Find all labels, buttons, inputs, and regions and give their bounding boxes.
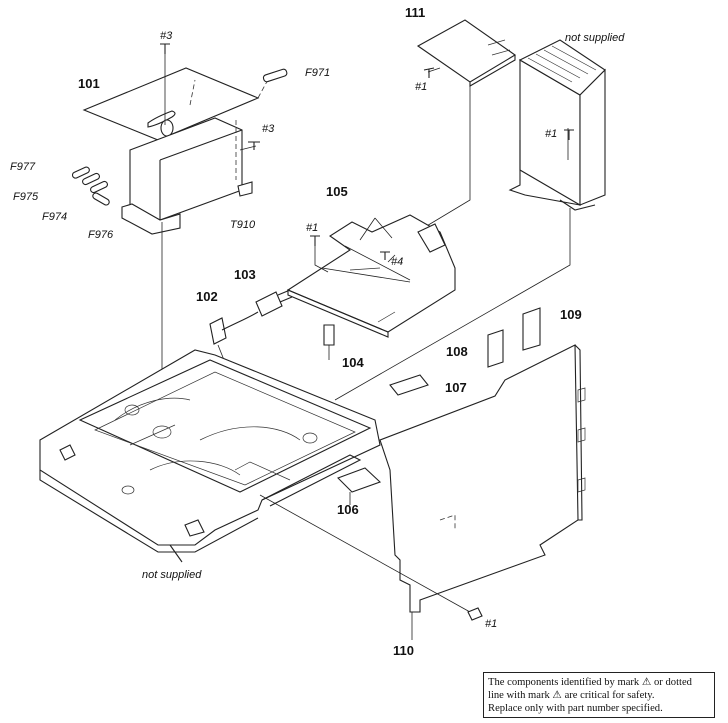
ref-screw1-105: #1 xyxy=(306,222,319,234)
board-111-assembly xyxy=(334,19,606,401)
ref-t910: T910 xyxy=(230,219,256,231)
heatsink-guide-line xyxy=(334,208,571,401)
part-104 xyxy=(323,324,335,346)
board-111 xyxy=(416,19,517,83)
small-parts xyxy=(337,307,541,505)
fuse-f971 xyxy=(262,68,288,83)
part-107 xyxy=(389,374,429,396)
not-supplied-bottom: not supplied xyxy=(142,569,202,581)
ref-f977: F977 xyxy=(10,161,36,173)
not-supplied-top: not supplied xyxy=(565,32,625,44)
ref-f971: F971 xyxy=(305,67,331,79)
part-label-111: 111 xyxy=(405,5,426,20)
board-110 xyxy=(379,344,579,613)
part-108 xyxy=(487,329,504,368)
ref-screw3-top: #3 xyxy=(160,30,173,42)
part-label-102: 102 xyxy=(196,289,218,304)
part-label-105: 105 xyxy=(326,184,348,199)
board-110-assembly xyxy=(259,344,586,640)
ref-f974: F974 xyxy=(42,211,68,223)
part-label-107: 107 xyxy=(445,380,467,395)
ref-screw1-bottom: #1 xyxy=(485,618,498,630)
part-label-106: 106 xyxy=(337,502,359,517)
part-label-104: 104 xyxy=(342,355,364,370)
part-label-108: 108 xyxy=(446,344,468,359)
ref-f975: F975 xyxy=(13,191,39,203)
safety-note-line: The components identified by mark ⚠ or d… xyxy=(488,677,692,688)
transformer-assembly xyxy=(71,48,288,430)
ref-screw1-heatsink: #1 xyxy=(545,128,558,140)
part-109 xyxy=(522,307,541,351)
board-105-assembly xyxy=(286,214,456,338)
part-label-110: 110 xyxy=(393,643,414,658)
chassis xyxy=(39,349,381,563)
power-cord-assembly xyxy=(209,289,335,376)
ref-f976: F976 xyxy=(88,229,114,241)
safety-note-box: The components identified by mark ⚠ or d… xyxy=(483,672,715,718)
ref-screw4: #4 xyxy=(391,256,404,268)
cord-holder-102 xyxy=(209,317,227,345)
part-label-103: 103 xyxy=(234,267,256,282)
safety-note-line: line with mark ⚠ are critical for safety… xyxy=(488,690,655,701)
safety-note-line: Replace only with part number specified. xyxy=(488,703,663,714)
power-cord-103 xyxy=(221,311,259,331)
fuse-group-left xyxy=(71,166,110,206)
part-label-101: 101 xyxy=(78,76,100,91)
board-105 xyxy=(286,214,456,333)
part-label-109: 109 xyxy=(560,307,582,322)
screws xyxy=(160,43,574,260)
ref-screw3-side: #3 xyxy=(262,123,275,135)
ref-screw1-111: #1 xyxy=(415,81,428,93)
part-106 xyxy=(337,467,382,493)
